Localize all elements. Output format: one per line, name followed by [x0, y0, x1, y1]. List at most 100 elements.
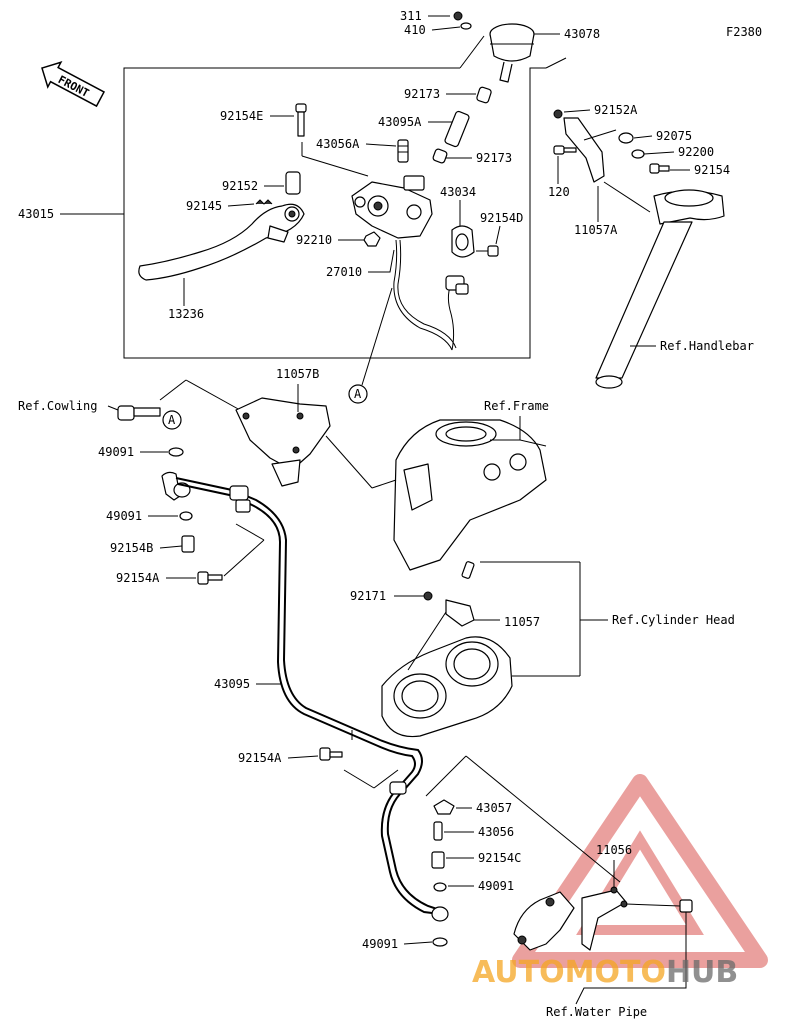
washer-49091-b: [179, 511, 193, 521]
hose-joint-upper: [229, 485, 249, 501]
callout-a-upper: [348, 384, 368, 404]
label-92152: 92152: [222, 179, 258, 193]
watermark-moto: MOTO: [565, 955, 666, 990]
bolt-92154A-lower: [319, 747, 343, 761]
bolt-120: [553, 145, 577, 155]
label-13236: 13236: [168, 307, 204, 321]
label-11057B: 11057B: [276, 367, 319, 381]
bracket-11057B: [235, 397, 331, 487]
cylinder-head: [381, 636, 513, 738]
group-frame-master-cylinder: [123, 67, 546, 359]
callout-a-upper-label: A: [354, 387, 362, 401]
label-92154: 92154: [694, 163, 730, 177]
clamp-92173-lower: [432, 148, 448, 164]
label-49091-a: 49091: [98, 445, 134, 459]
label-43015: 43015: [18, 207, 54, 221]
banjo-lower: [431, 906, 449, 922]
nut-92152A: [553, 109, 563, 119]
watermark-triangle-icon: [512, 774, 768, 968]
label-92154D: 92154D: [480, 211, 523, 225]
callout-a-lower: [162, 410, 182, 430]
bracket-11057: [445, 599, 475, 627]
label-311: 311: [400, 9, 422, 23]
bolt-92154D: [476, 245, 499, 257]
watermark-hub: HUB: [666, 955, 738, 990]
washer-49091-c: [433, 882, 447, 892]
label-43095A: 43095A: [378, 115, 422, 129]
label-43078: 43078: [564, 27, 600, 41]
hose-joint-lower: [389, 781, 407, 795]
svg-text:AUTOMOTOHUB: AUTOMOTOHUB: [472, 955, 738, 990]
label-92075: 92075: [656, 129, 692, 143]
watermark-logo: [512, 774, 768, 968]
bolt-92154: [649, 163, 670, 174]
front-arrow-icon: [41, 61, 106, 108]
reservoir-tank: [489, 23, 535, 83]
bracket-11056: [513, 886, 628, 951]
washer-49091-a: [168, 447, 184, 457]
bolt-92154A-upper: [197, 571, 223, 585]
label-11056: 11056: [596, 843, 632, 857]
nut-92171: [423, 591, 433, 601]
label-43057: 43057: [476, 801, 512, 815]
hose-43095A: [444, 110, 470, 148]
cowling-bolt: [117, 405, 161, 421]
label-120: 120: [548, 185, 570, 199]
bolt-11056-side: [625, 899, 693, 913]
spring-92145: [255, 199, 273, 205]
label-11057A: 11057A: [574, 223, 618, 237]
label-43056A: 43056A: [316, 137, 360, 151]
bolt-92154C: [431, 851, 445, 869]
lever-13236: [138, 203, 305, 281]
label-27010: 27010: [326, 265, 362, 279]
label-49091-d: 49091: [362, 937, 398, 951]
bolt-92154E: [295, 103, 307, 137]
label-92171: 92171: [350, 589, 386, 603]
diagram-code: F2380: [726, 25, 762, 39]
bolt-92154B: [181, 535, 195, 553]
part-410-washer: [460, 22, 472, 30]
label-92210: 92210: [296, 233, 332, 247]
watermark-auto: AUTO: [472, 955, 565, 990]
collar-92152: [285, 171, 301, 195]
washer-92200: [631, 149, 645, 159]
watermark-inner-triangle-icon: [576, 830, 704, 935]
label-43034: 43034: [440, 185, 476, 199]
bracket-11057A: [563, 117, 605, 183]
label-92154A-lower: 92154A: [238, 751, 282, 765]
label-92154B: 92154B: [110, 541, 153, 555]
label-92173-upper: 92173: [404, 87, 440, 101]
label-92154E: 92154E: [220, 109, 263, 123]
front-arrow: FRONT: [41, 61, 106, 108]
bleeder-43056: [433, 821, 443, 841]
bleeder-43056A: [397, 139, 409, 163]
label-ref-water-pipe: Ref.Water Pipe: [546, 1005, 647, 1019]
holder-43034: [451, 225, 475, 258]
label-92154C: 92154C: [478, 851, 521, 865]
frame-head: [393, 419, 547, 571]
master-cylinder-body: [351, 175, 433, 239]
callout-a-lower-label: A: [168, 413, 176, 427]
label-410: 410: [404, 23, 426, 37]
cylinder-bolt: [461, 561, 475, 579]
label-92152A: 92152A: [594, 103, 638, 117]
switch-27010: [393, 239, 469, 351]
handlebar: [595, 189, 725, 389]
label-11057: 11057: [504, 615, 540, 629]
part-311-nut: [453, 11, 463, 21]
label-ref-cowling: Ref.Cowling: [18, 399, 97, 413]
cap-43057: [433, 799, 455, 815]
banjo-upper: [161, 471, 191, 501]
washer-92075: [618, 132, 634, 144]
label-ref-frame: Ref.Frame: [484, 399, 549, 413]
label-49091-c: 49091: [478, 879, 514, 893]
label-92200: 92200: [678, 145, 714, 159]
brake-hose-43095: [175, 477, 441, 915]
label-92173-lower: 92173: [476, 151, 512, 165]
nut-92210: [363, 231, 381, 247]
washer-49091-d: [432, 937, 448, 947]
label-92154A-upper: 92154A: [116, 571, 160, 585]
label-ref-handlebar: Ref.Handlebar: [660, 339, 754, 353]
